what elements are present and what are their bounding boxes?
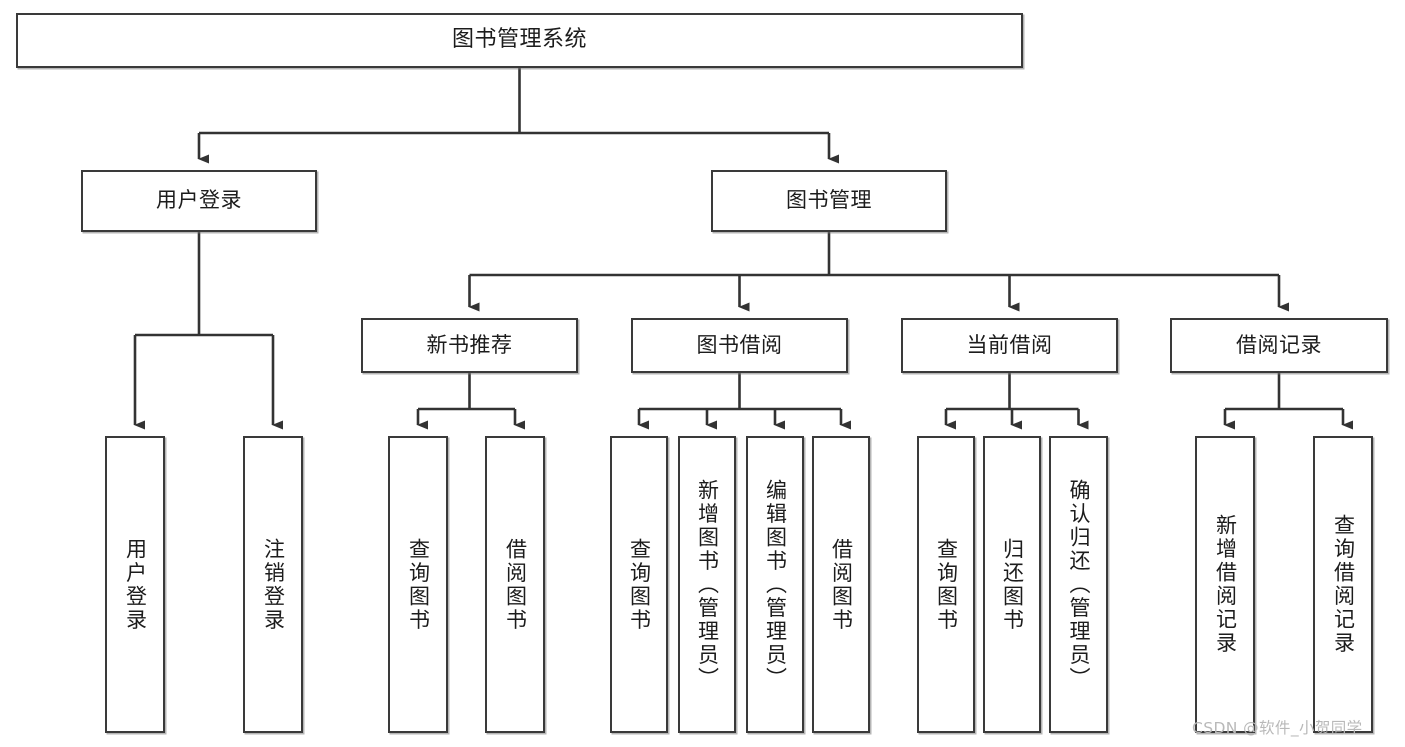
- node-borrow-record[interactable]: 借阅记录: [1170, 318, 1388, 373]
- node-label: 查询图书: [406, 537, 431, 632]
- node-label: 归还图书: [1000, 537, 1025, 632]
- node-leaf-add-record[interactable]: 新增借阅记录: [1195, 436, 1255, 733]
- node-leaf-logout[interactable]: 注销登录: [243, 436, 303, 733]
- node-leaf-query-book-3[interactable]: 查询图书: [917, 436, 975, 733]
- node-label: 借阅图书: [503, 537, 528, 632]
- node-label: 确认归还（管理员）: [1067, 478, 1091, 691]
- node-label: 查询图书: [934, 537, 959, 632]
- node-leaf-user-login[interactable]: 用户登录: [105, 436, 165, 733]
- node-leaf-query-book-2[interactable]: 查询图书: [610, 436, 668, 733]
- node-leaf-borrow-book-1[interactable]: 借阅图书: [485, 436, 545, 733]
- node-label: 借阅记录: [1236, 332, 1322, 357]
- node-label: 用户登录: [123, 537, 148, 632]
- node-label: 图书管理: [786, 188, 872, 213]
- node-leaf-query-book-1[interactable]: 查询图书: [388, 436, 448, 733]
- node-label: 新书推荐: [426, 332, 513, 357]
- node-leaf-confirm-return[interactable]: 确认归还（管理员）: [1049, 436, 1108, 733]
- node-leaf-borrow-book-2[interactable]: 借阅图书: [812, 436, 870, 733]
- node-new-book-recommend[interactable]: 新书推荐: [361, 318, 578, 373]
- node-book-manage[interactable]: 图书管理: [711, 170, 947, 232]
- node-label: 图书借阅: [696, 332, 783, 357]
- node-book-borrow[interactable]: 图书借阅: [631, 318, 848, 373]
- node-leaf-query-record[interactable]: 查询借阅记录: [1313, 436, 1373, 733]
- node-label: 查询借阅记录: [1331, 514, 1356, 655]
- node-leaf-return-book[interactable]: 归还图书: [983, 436, 1041, 733]
- node-root[interactable]: 图书管理系统: [16, 13, 1023, 68]
- node-label: 新增图书（管理员）: [695, 478, 720, 691]
- node-leaf-add-book[interactable]: 新增图书（管理员）: [678, 436, 736, 733]
- node-label: 用户登录: [156, 188, 242, 213]
- node-label: 当前借阅: [966, 332, 1053, 357]
- node-label: 图书管理系统: [451, 27, 587, 53]
- node-user-login[interactable]: 用户登录: [81, 170, 317, 232]
- node-leaf-edit-book[interactable]: 编辑图书（管理员）: [746, 436, 804, 733]
- node-label: 查询图书: [627, 537, 652, 632]
- node-label: 注销登录: [261, 537, 286, 632]
- node-label: 编辑图书（管理员）: [763, 478, 788, 691]
- node-current-borrow[interactable]: 当前借阅: [901, 318, 1118, 373]
- edge-path-group: [133, 68, 1353, 430]
- node-label: 借阅图书: [829, 537, 854, 632]
- node-label: 新增借阅记录: [1213, 514, 1238, 655]
